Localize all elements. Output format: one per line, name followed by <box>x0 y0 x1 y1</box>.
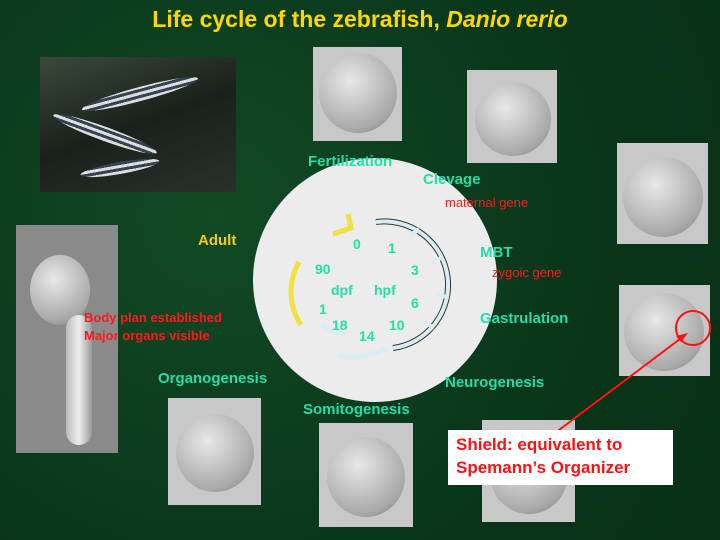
tick-0-hpf: 0 <box>353 236 361 252</box>
tick-10-hpf: 10 <box>389 317 405 333</box>
egg <box>327 437 405 517</box>
body-plan-note: Body plan established Major organs visib… <box>84 309 222 345</box>
organogenesis-photo <box>168 398 261 505</box>
stage-fertilization: Fertilization <box>308 153 393 170</box>
callout-line-1: Shield: equivalent to <box>456 435 623 454</box>
segment-arc <box>337 345 389 360</box>
hpf-tick-marks <box>408 227 450 330</box>
egg <box>623 157 703 237</box>
arrow-head <box>676 333 688 342</box>
adult-fish-photo <box>40 57 236 192</box>
tick-1-dpf: 1 <box>319 301 327 317</box>
larva-photo <box>16 225 118 453</box>
clevage-photo <box>467 70 557 163</box>
hpf-label: hpf <box>374 282 396 298</box>
tick-3-hpf: 3 <box>411 262 419 278</box>
tick-18-hpf: 18 <box>332 317 348 333</box>
shield-callout: Shield: equivalent to Spemann’s Organize… <box>448 430 673 485</box>
yolk <box>30 255 90 325</box>
tick-14-hpf: 14 <box>359 328 375 344</box>
tick-6-hpf: 6 <box>411 295 419 311</box>
maternal-gene-label: maternal gene <box>445 195 529 210</box>
stage-somitogenesis: Somitogenesis <box>303 401 410 418</box>
dpf-arc <box>288 260 304 327</box>
somitogenesis-photo <box>319 423 413 527</box>
title-species: Danio rerio <box>446 6 568 32</box>
adult-arc <box>332 213 354 237</box>
dpf-label: dpf <box>331 282 353 298</box>
egg <box>176 414 254 492</box>
stage-organogenesis: Organogenesis <box>158 370 268 387</box>
shield-highlight-circle <box>675 310 711 346</box>
egg <box>624 293 704 371</box>
slide-title: Life cycle of the zebrafish, Danio rerio <box>0 6 720 33</box>
title-text: Life cycle of the zebrafish, <box>152 6 447 32</box>
body-plan-text: Body plan established <box>84 310 222 325</box>
organs-text: Major organs visible <box>84 328 210 343</box>
stage-adult: Adult <box>198 232 237 249</box>
tick-1-hpf: 1 <box>388 240 396 256</box>
zygotic-gene-label: zygoic gene <box>492 265 562 280</box>
somite-arc <box>320 322 346 338</box>
tick-90-dpf: 90 <box>315 261 331 277</box>
stage-mbt: MBT <box>480 244 513 261</box>
callout-line-2: Spemann’s Organizer <box>456 458 631 477</box>
shield-arrow <box>554 335 685 434</box>
fertilization-photo <box>313 47 402 141</box>
egg <box>319 53 397 133</box>
egg <box>475 82 551 156</box>
stage-clevage: Clevage <box>423 171 481 188</box>
mbt-photo <box>617 143 708 244</box>
stage-neurogenesis: Neurogenesis <box>445 374 545 391</box>
gastrulation-photo <box>619 285 710 376</box>
stage-gastrulation: Gastrulation <box>480 310 569 327</box>
clock-disc <box>253 158 497 402</box>
hpf-arc-fill <box>375 219 451 350</box>
